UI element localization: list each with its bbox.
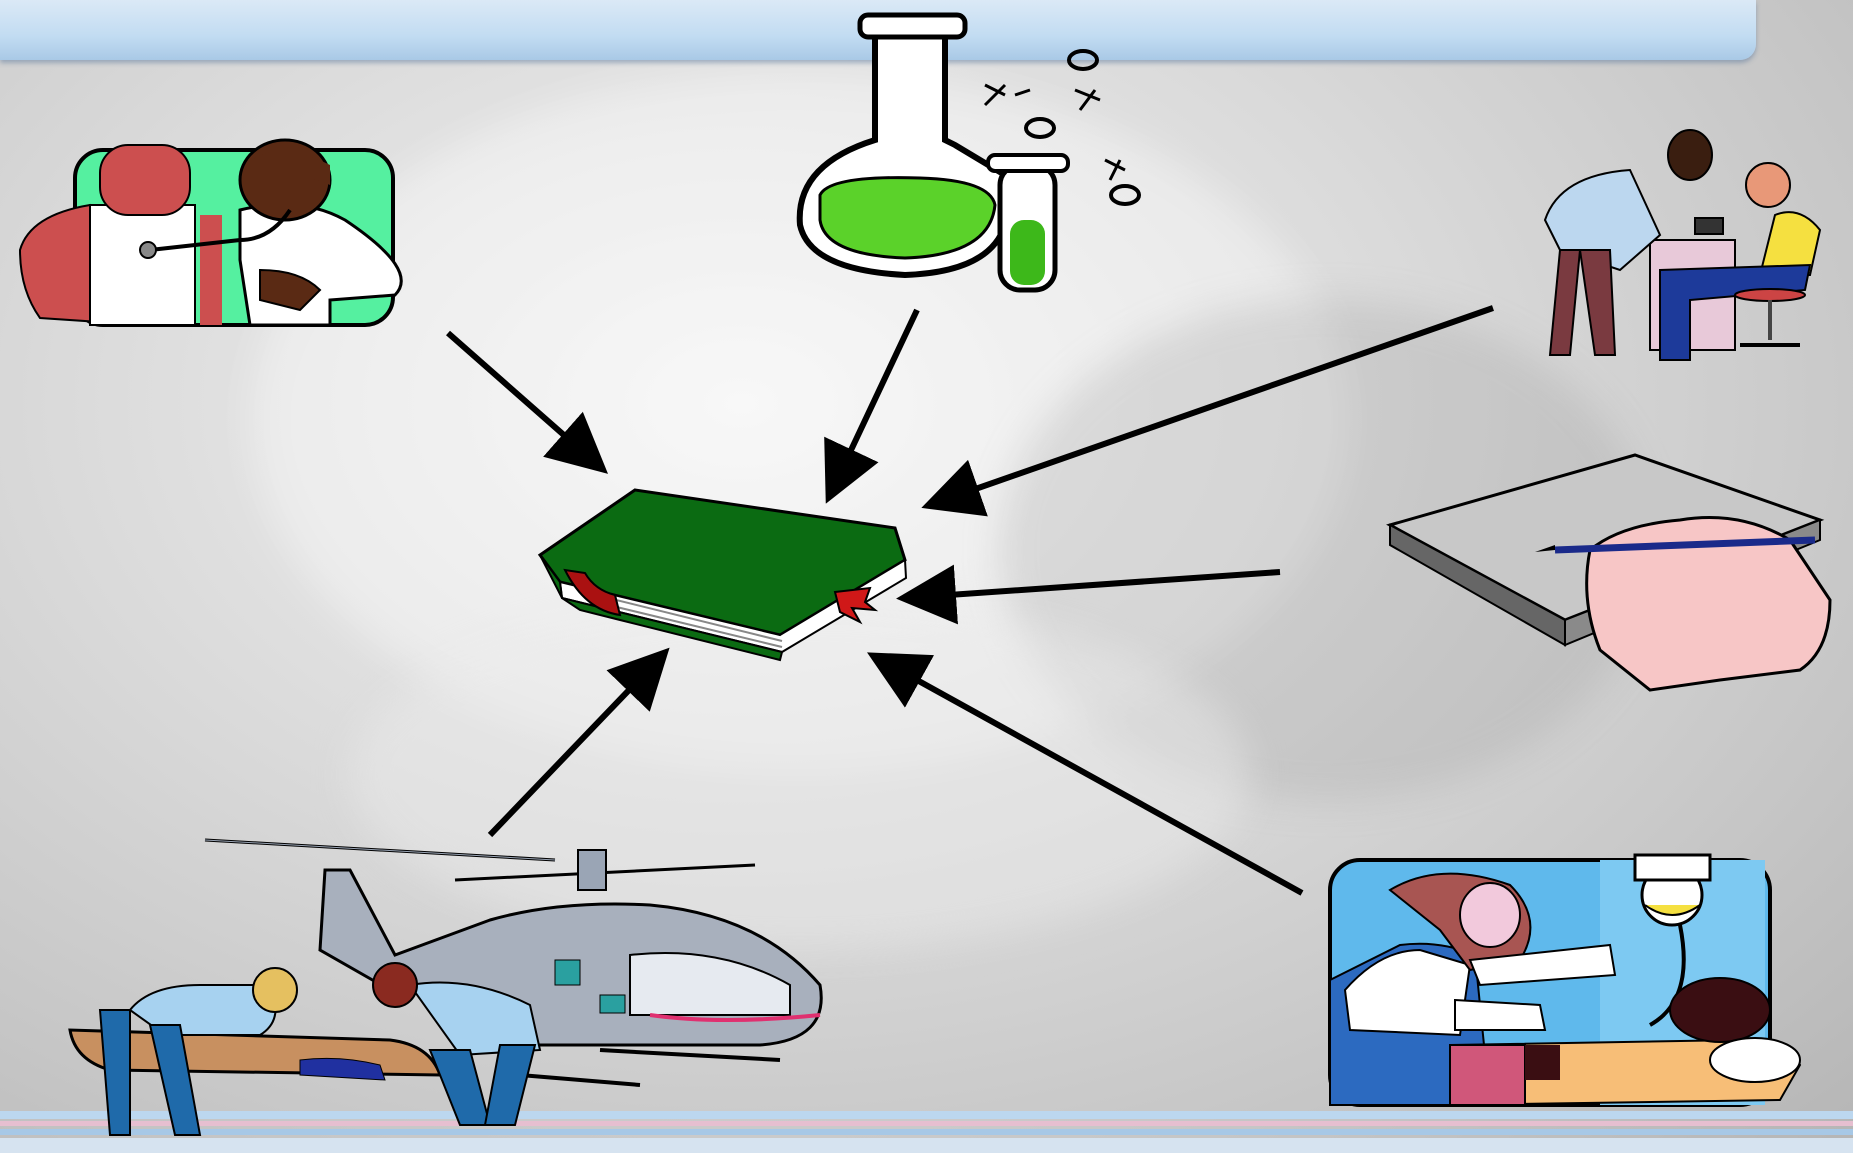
arrow-from-helicopter [490,665,653,835]
arrow-from-doctor [448,333,590,458]
book-icon [540,490,906,660]
flask-test-tube-icon [800,15,1139,290]
helicopter-stretcher-icon [70,840,821,1135]
radiology-exam-icon [1330,855,1800,1105]
arrow-from-xray [888,664,1302,893]
arrow-from-blood-pressure [944,308,1493,500]
hand-writing-notebook-icon [1390,455,1830,690]
doctor-stethoscope-icon [20,140,401,325]
arrow-from-laboratory [836,310,917,482]
arrow-from-notes [920,572,1280,597]
blood-pressure-exam-icon [1545,130,1820,360]
